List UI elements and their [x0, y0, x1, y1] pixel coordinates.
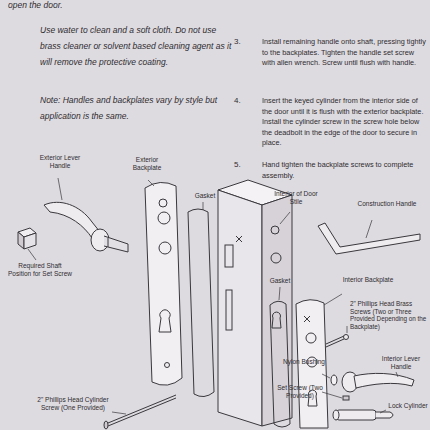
part-label: Set Screw (Two Provided): [276, 384, 324, 400]
interior-lever: [342, 372, 414, 392]
exterior-lever: [44, 202, 128, 252]
care-note: Use water to clean and a soft cloth. Do …: [40, 22, 232, 70]
part-label: Interior Lever Handle: [374, 355, 428, 371]
step-text: Hand tighten the backplate screws to com…: [262, 160, 426, 181]
part-label: Gasket: [188, 192, 222, 200]
style-note: Note: Handles and backplates vary by sty…: [40, 92, 230, 124]
part-label: Interior Backplate: [338, 276, 398, 284]
part-label: 2" Phillips Head Cylinder Screw (One Pro…: [34, 396, 112, 412]
step-number: 4.: [234, 96, 254, 106]
part-label: Exterior Lever Handle: [34, 154, 86, 170]
cylinder-screw: [104, 395, 176, 429]
lock-cylinder: [333, 410, 393, 420]
nylon-bushing: [331, 375, 337, 385]
part-label: Lock Cylinder: [388, 402, 428, 410]
part-label: Gasket: [262, 277, 298, 285]
leader-lines: [28, 178, 398, 414]
brass-screws: [326, 335, 349, 348]
exterior-gasket: [188, 209, 214, 397]
set-screw: [343, 396, 349, 400]
part-label: Required Shaft Position for Set Screw: [8, 262, 72, 278]
step-text: Install remaining handle onto shaft, pre…: [262, 37, 426, 69]
part-label: Nylon Bushing: [282, 358, 326, 366]
part-label: Construction Handle: [346, 200, 428, 208]
step-number: 3.: [234, 37, 254, 47]
step-text: Insert the keyed cylinder from the inter…: [262, 96, 426, 149]
part-label: 2" Phillips Head Brass Screws (Two or Th…: [350, 300, 428, 330]
step-number: 5.: [234, 160, 254, 170]
construction-handle: [318, 223, 420, 254]
instruction-text: open the door.: [8, 0, 168, 11]
exterior-backplate: [145, 182, 182, 385]
part-label: Interior of Door Stile: [268, 190, 324, 206]
part-label: Exterior Backplate: [122, 156, 172, 172]
shaft-cube: [18, 228, 36, 249]
